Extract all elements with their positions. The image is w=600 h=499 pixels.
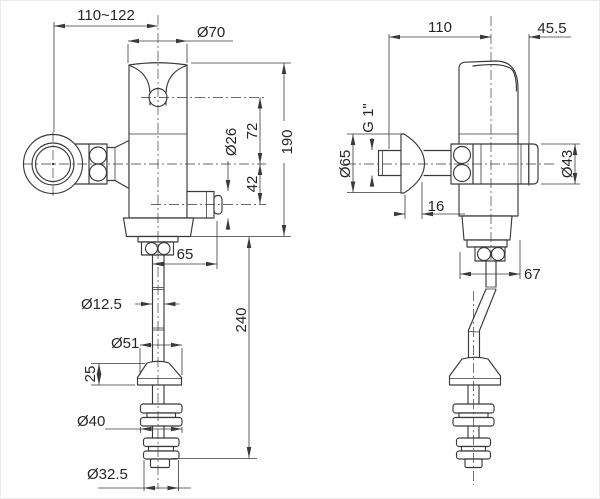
- spreader-disc: [139, 403, 183, 414]
- dim-width-range: 110~122: [53, 7, 158, 132]
- thread-pipe: [377, 149, 403, 177]
- dim-body-diameter: Ø70: [127, 24, 233, 63]
- dim-label: 190: [279, 129, 296, 154]
- valve-body-side: [458, 60, 519, 217]
- dim-outlet-offset-side: 67: [459, 240, 541, 283]
- dim-pipe-diameter: Ø12.5: [81, 296, 180, 313]
- dim-axis-to-edge: 45.5: [480, 20, 571, 186]
- pipe-segment: [467, 384, 480, 405]
- nut-detail: [452, 163, 472, 183]
- pipe-segment: [467, 425, 480, 439]
- dim-label: 240: [233, 307, 250, 332]
- dim-tailpiece-diameter: Ø32.5: [87, 460, 191, 491]
- valve-body: [128, 62, 188, 219]
- inlet-cylinder: [472, 143, 539, 185]
- dim-label: 65: [177, 246, 194, 263]
- dim-overall-height: 190: [189, 62, 296, 237]
- dim-label: Ø12.5: [81, 296, 122, 313]
- spreader-spacer: [146, 412, 177, 419]
- nut-detail: [476, 246, 492, 262]
- dim-label: Ø70: [197, 24, 225, 41]
- dim-label: Ø26: [223, 128, 240, 156]
- inlet-arm: [73, 143, 90, 185]
- cone-flange: [136, 360, 183, 386]
- body-cap-inner-curve: [472, 64, 518, 92]
- dim-outlet-offset: 65: [152, 221, 218, 269]
- dim-label: Ø40: [77, 413, 105, 430]
- tailpiece-stub: [149, 458, 171, 469]
- dim-axis-to-port: 42: [244, 164, 263, 204]
- coupling-taper: [106, 139, 130, 190]
- wall-flange-dome: [400, 133, 426, 194]
- dim-cone-diameter: Ø51: [111, 335, 183, 375]
- nut-detail: [157, 241, 171, 256]
- dim-label: 110: [428, 19, 452, 36]
- dim-label: 25: [82, 366, 99, 383]
- dim-label: 67: [524, 266, 541, 283]
- pipe-joint: [468, 331, 480, 333]
- dim-label: Ø51: [111, 335, 139, 352]
- spreader-spacer: [147, 445, 175, 452]
- dim-thread-size: G 1": [360, 103, 377, 187]
- dim-label: G 1": [360, 103, 377, 133]
- pipe-joint: [486, 286, 496, 290]
- body-base: [122, 217, 195, 238]
- dim-label: 45.5: [537, 20, 566, 37]
- dim-flange-depth: 16: [394, 182, 465, 219]
- dim-spreader-diameter: Ø40: [77, 413, 183, 433]
- spreader-disc: [142, 450, 180, 460]
- nut-detail: [452, 145, 472, 165]
- pipe-segment: [151, 384, 165, 405]
- dim-button-to-axis: 72: [244, 97, 263, 164]
- nut-detail: [88, 163, 108, 182]
- nut-detail: [88, 146, 108, 165]
- dim-label: 72: [244, 123, 261, 140]
- nut-detail: [144, 241, 159, 256]
- dim-cone-height: 25: [82, 363, 145, 386]
- supply-pipe: [423, 149, 452, 177]
- spreader-disc: [139, 416, 183, 427]
- dim-body-diameter-side: Ø43: [541, 143, 580, 185]
- nut-detail: [490, 246, 506, 262]
- lower-pipe: [467, 329, 481, 360]
- dim-drop-length: 240: [171, 237, 257, 459]
- dim-label: Ø65: [337, 150, 354, 178]
- front-view: 110~122 Ø70 72 42 190 Ø26: [22, 7, 296, 491]
- dim-port-diameter: Ø26: [223, 128, 240, 230]
- cone-flange-side: [448, 356, 502, 386]
- dim-wall-to-axis: 110: [388, 19, 491, 149]
- pipe-bend: [467, 288, 497, 332]
- dim-flange-diameter: Ø65: [337, 133, 401, 193]
- dim-label: Ø43: [559, 150, 576, 178]
- dim-label: 110~122: [77, 7, 135, 24]
- dim-label: Ø32.5: [87, 466, 128, 483]
- dim-label: 42: [244, 176, 261, 193]
- spreader-disc: [142, 437, 180, 448]
- body-base-side: [461, 215, 513, 241]
- dim-label: 16: [428, 198, 445, 215]
- side-view: 110 45.5 G 1" Ø65 16 Ø: [337, 16, 580, 485]
- base-step-side: [466, 239, 508, 248]
